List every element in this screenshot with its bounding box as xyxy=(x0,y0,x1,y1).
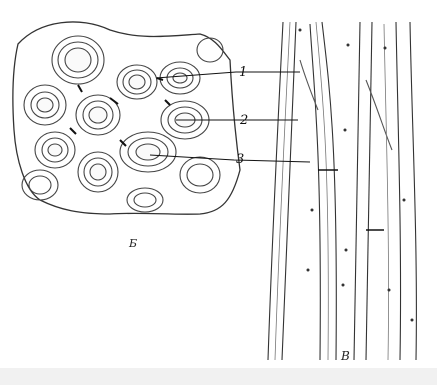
callout-leader-lines xyxy=(150,72,310,162)
panel-label-right: В xyxy=(341,350,350,362)
callout-1: 1 xyxy=(239,66,247,79)
callout-2: 2 xyxy=(240,114,248,127)
panel-label-left: Б xyxy=(129,238,137,249)
bottom-strip xyxy=(0,368,437,385)
callout-3: 3 xyxy=(236,153,244,166)
cell-rings xyxy=(22,36,223,212)
longitudinal-fibers xyxy=(268,22,416,360)
cross-section-drawing xyxy=(13,22,240,214)
